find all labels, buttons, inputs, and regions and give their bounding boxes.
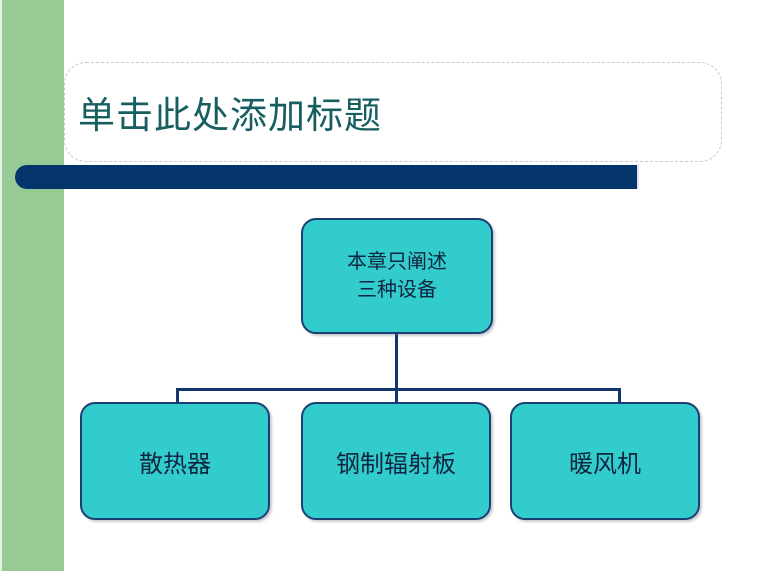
connector-drop-right	[618, 388, 621, 403]
slide-title[interactable]: 单击此处添加标题	[78, 96, 382, 137]
org-node-child-2[interactable]: 钢制辐射板	[301, 402, 491, 520]
connector-horizontal	[176, 388, 621, 391]
accent-bar-cap	[637, 165, 639, 189]
org-node-root[interactable]: 本章只阐述 三种设备	[301, 218, 493, 334]
org-node-child-2-label: 钢制辐射板	[336, 451, 456, 478]
green-band-edge	[0, 0, 2, 571]
left-green-band	[0, 0, 64, 571]
org-node-child-1[interactable]: 散热器	[80, 402, 270, 520]
connector-drop-left	[176, 388, 179, 403]
title-accent-bar	[15, 165, 639, 189]
connector-root-stem	[395, 334, 398, 390]
title-placeholder-box[interactable]	[64, 62, 722, 162]
connector-drop-middle	[395, 388, 398, 403]
org-node-child-3[interactable]: 暖风机	[510, 402, 700, 520]
org-node-root-label: 本章只阐述 三种设备	[347, 251, 447, 301]
org-node-child-3-label: 暖风机	[569, 451, 641, 478]
org-node-child-1-label: 散热器	[139, 451, 211, 478]
